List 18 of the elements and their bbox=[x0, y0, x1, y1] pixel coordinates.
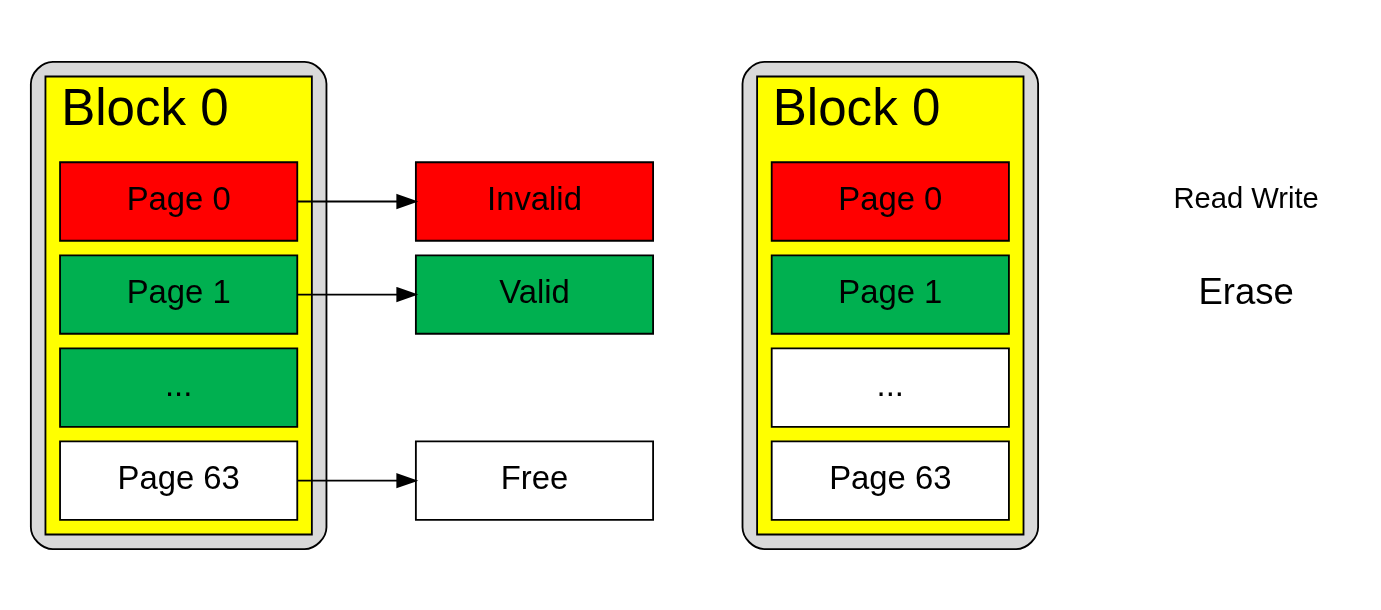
node-box: Page 0 bbox=[59, 160, 299, 242]
node-box: ... bbox=[59, 346, 299, 428]
node-box: Page 0 bbox=[770, 160, 1010, 242]
node-box: Page 1 bbox=[59, 253, 299, 335]
node-box: Valid bbox=[414, 253, 654, 335]
node-box: Page 63 bbox=[59, 440, 299, 521]
arrow bbox=[296, 193, 419, 209]
arrow bbox=[296, 286, 419, 302]
node-box: Free bbox=[414, 440, 654, 521]
arrow bbox=[296, 472, 419, 488]
node-box: Page 63 bbox=[770, 440, 1010, 521]
node-box: Page 1 bbox=[770, 253, 1010, 335]
label: Erase bbox=[1198, 270, 1294, 312]
label: Read Write bbox=[1173, 181, 1319, 214]
node-box: ... bbox=[770, 346, 1010, 428]
cluster bbox=[741, 60, 1039, 550]
node-box: Invalid bbox=[414, 160, 654, 242]
cluster bbox=[29, 60, 328, 550]
